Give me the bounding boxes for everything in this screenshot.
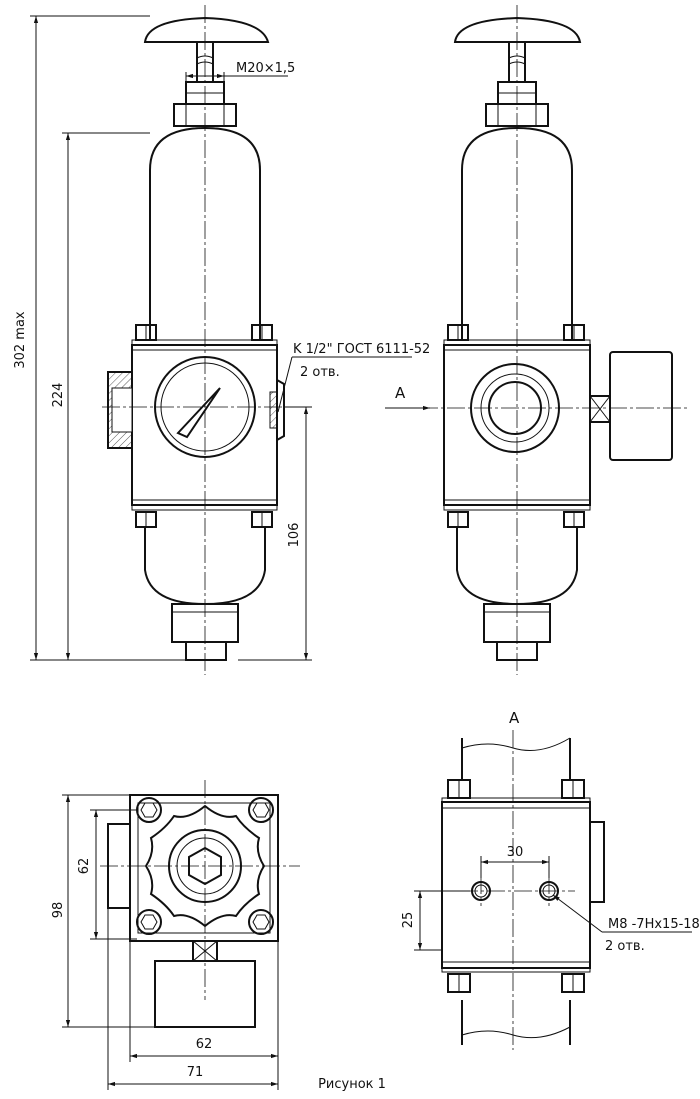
label-view-arrow: A — [395, 384, 406, 402]
dim-body-height: 224 — [51, 383, 66, 408]
dim-total-width: 71 — [187, 1065, 204, 1080]
front-dimensions: 302 max 224 106 M20×1,5 K 1/2" ГОСТ 6111… — [13, 15, 430, 661]
top-bolts — [136, 797, 274, 935]
dim-bolt-spacing-h: 62 — [196, 1037, 213, 1052]
top-view — [100, 780, 300, 1028]
label-thread-knob: M20×1,5 — [236, 61, 295, 76]
label-view-title: A — [509, 709, 520, 727]
dim-bolt-spacing-v: 62 — [77, 858, 92, 875]
figure-caption: Рисунок 1 — [318, 1077, 386, 1092]
dim-overall-height: 302 max — [13, 311, 28, 369]
dim-port-height: 106 — [287, 523, 302, 548]
front-view — [102, 5, 300, 675]
label-port-count: 2 отв. — [300, 365, 340, 380]
dim-hole-spacing: 30 — [507, 845, 524, 860]
top-dimensions: 62 98 62 71 — [51, 794, 279, 1090]
view-a: A — [441, 709, 605, 1050]
view-a-dimensions: 30 25 M8 -7Hx15-18 2 отв. — [401, 845, 700, 954]
label-hole-spec: M8 -7Hx15-18 — [608, 917, 700, 932]
label-port-spec: K 1/2" ГОСТ 6111-52 — [293, 342, 430, 357]
side-view: A — [385, 5, 690, 675]
dim-hole-offset: 25 — [401, 912, 416, 929]
dim-total-height: 98 — [51, 902, 66, 919]
label-hole-count: 2 отв. — [605, 939, 645, 954]
